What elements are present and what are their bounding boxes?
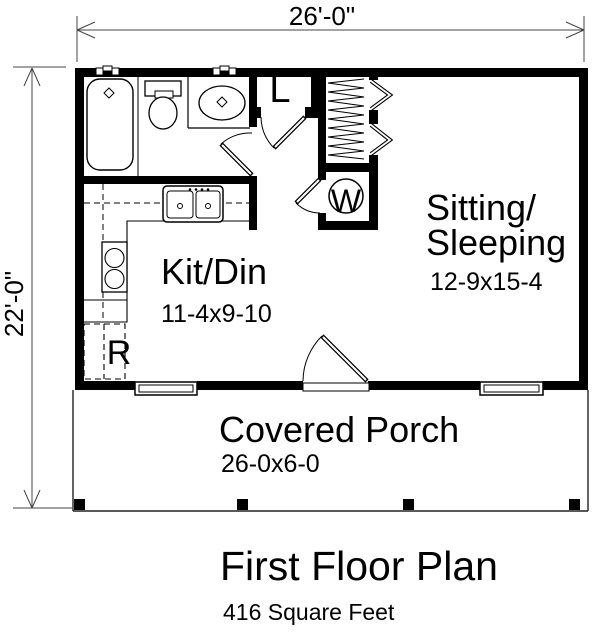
closet-label-l: L bbox=[269, 69, 291, 111]
bifold-doors bbox=[369, 79, 394, 156]
washer-symbol bbox=[328, 178, 364, 214]
dimension-line-top bbox=[76, 16, 585, 62]
kitchen-sink-symbol bbox=[162, 185, 224, 223]
plan-subtitle: 416 Square Feet bbox=[223, 599, 395, 625]
window-symbol-left bbox=[134, 381, 198, 396]
room-size-kit-din: 11-4x9-10 bbox=[161, 300, 272, 328]
bathtub-symbol bbox=[86, 65, 134, 171]
refrigerator-label-r: R bbox=[106, 334, 132, 372]
linen-closet-door bbox=[260, 115, 307, 150]
plan-title: First Floor Plan bbox=[220, 543, 498, 589]
bathroom-door bbox=[219, 132, 254, 177]
room-size-sitting-sleeping: 12-9x15-4 bbox=[430, 268, 543, 296]
closet-rod-symbol bbox=[327, 78, 365, 160]
entry-door bbox=[302, 334, 370, 392]
washer-label-w: W bbox=[330, 183, 362, 219]
room-label-kit-din: Kit/Din bbox=[161, 251, 268, 292]
refrigerator-symbol bbox=[83, 323, 126, 380]
dimension-label-height: 22'-0" bbox=[0, 270, 29, 338]
room-size-covered-porch: 26-0x6-0 bbox=[221, 450, 320, 478]
room-label-sitting-sleeping: Sitting/ Sleeping bbox=[426, 187, 567, 263]
porch-posts bbox=[74, 499, 580, 510]
bathroom-sink-symbol bbox=[187, 65, 250, 129]
room-label-covered-porch: Covered Porch bbox=[219, 409, 460, 450]
toilet-symbol bbox=[144, 80, 182, 130]
window-symbol-right bbox=[479, 381, 544, 396]
dimension-line-left bbox=[13, 66, 72, 509]
interior-walls bbox=[84, 68, 378, 230]
exterior-walls bbox=[75, 68, 588, 390]
dimension-label-width: 26'-0" bbox=[288, 1, 356, 31]
porch-outline bbox=[72, 390, 589, 512]
range-symbol bbox=[101, 241, 128, 293]
washer-closet-door bbox=[294, 177, 322, 214]
